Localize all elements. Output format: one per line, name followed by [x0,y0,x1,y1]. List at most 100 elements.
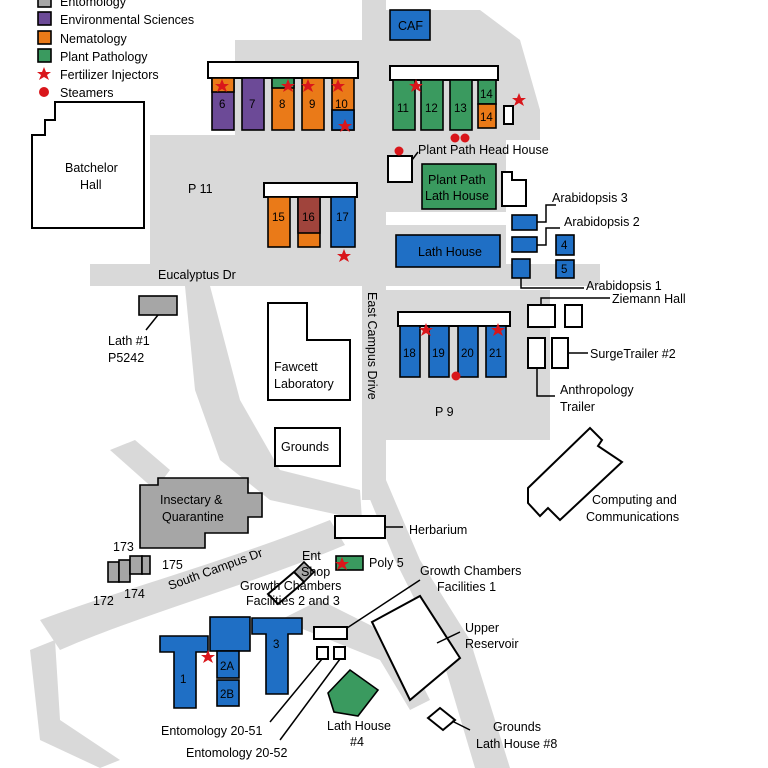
greenhouse-block-6-10: 6 7 8 9 10 [207,61,359,131]
fertilizer-star-icon[interactable] [215,79,229,92]
fawcett-laboratory[interactable] [267,302,351,401]
plant-path-head-house[interactable] [387,155,413,183]
steamer-dot-icon[interactable] [451,371,461,381]
greenhouse-17[interactable] [330,196,356,248]
batchelor-label-2: Hall [80,178,102,192]
caf-building[interactable] [389,9,431,41]
greenhouse-16-label: 16 [302,212,315,224]
arabidopsis-block-5[interactable] [555,259,575,279]
building-172[interactable] [107,561,120,583]
entomology-20-52[interactable] [333,646,346,660]
fertilizer-star-icon[interactable] [337,249,351,262]
grounds-lath-house-8[interactable] [426,706,457,732]
fertilizer-star-icon[interactable] [512,93,526,106]
entomology-road [110,440,170,490]
arabidopsis-3[interactable] [511,214,538,231]
growth-chambers-1[interactable] [313,626,348,640]
greenhouse-2-top[interactable] [209,616,251,652]
legend: Entomology Environmental Sciences Nemato… [37,0,194,100]
greenhouse-7[interactable] [241,77,265,131]
lh4-label-1: Lath House [327,719,391,733]
gc1-label-2: Facilities 1 [437,580,496,594]
greenhouse-11[interactable] [392,79,416,131]
computing-label-1: Computing and [592,493,677,507]
greenhouse-19[interactable] [428,325,450,378]
building-175[interactable] [141,555,151,575]
insectary-quarantine[interactable] [139,477,263,549]
fertilizer-star-icon[interactable] [281,79,295,92]
arabidopsis-2[interactable] [511,236,538,253]
arabidopsis-2-label: Arabidopsis 2 [564,215,640,229]
fertilizer-star-icon[interactable] [331,79,345,92]
upper-reservoir[interactable] [370,594,462,702]
reservoir-label-1: Upper [465,621,499,635]
legend-dot-icon [39,87,49,97]
legend-label-nematology: Nematology [60,32,127,46]
greenhouse-15-label: 15 [272,212,285,224]
steamer-dot-icon[interactable] [460,133,470,143]
steamer-dot-icon[interactable] [394,146,404,156]
steamers [394,133,470,381]
arabidopsis-1[interactable] [511,258,531,279]
greenhouse-18[interactable] [399,325,421,378]
ent2051-leader [269,658,323,723]
anthro-leader [536,368,555,397]
fertilizer-star-icon[interactable] [409,79,423,92]
greenhouse-1[interactable] [159,635,209,709]
greenhouse-2b[interactable] [216,679,240,707]
ziemann-hall-annex[interactable] [564,304,583,328]
greenhouse-21[interactable] [485,325,507,378]
lath-1-label-2: P5242 [108,351,144,365]
building-173[interactable] [118,559,131,583]
building-174[interactable] [129,555,143,575]
fertilizer-star-icon[interactable] [419,323,433,336]
lath-1-building[interactable] [138,295,178,316]
ent2052-leader [279,658,341,741]
lot-p11-area [150,135,362,265]
greenhouse-20[interactable] [457,325,479,378]
herbarium[interactable] [334,515,386,539]
arabidopsis-block-4[interactable] [555,234,575,256]
fertilizer-star-icon[interactable] [201,650,215,663]
insectary-label-2: Quarantine [162,510,224,524]
south-campus-drive [40,520,345,650]
greenhouse-11-label: 11 [397,103,409,115]
greenhouse-block-15-17: 15 16 17 [263,182,358,248]
lath-house-label: Lath House [418,245,482,259]
batchelor-hall[interactable] [31,101,145,229]
glh8-label-2: Lath House #8 [476,737,557,751]
fertilizer-star-icon[interactable] [338,119,352,132]
greenhouse-14b[interactable] [477,103,497,129]
a4-label: 4 [561,240,568,252]
fawcett-label-1: Fawcett [274,360,318,374]
grounds-building[interactable] [274,427,341,467]
steamer-dot-icon[interactable] [450,133,460,143]
surge-trailer-2[interactable] [551,337,569,369]
greenhouse-8-top [271,77,295,89]
entomology-20-51[interactable] [316,646,329,660]
eucalyptus-drive [90,264,600,286]
greenhouse-6-label: 6 [219,99,225,111]
lath-house[interactable] [395,234,501,268]
plant-path-lath-house[interactable] [421,163,497,210]
greenhouse-3[interactable] [251,617,303,695]
pp-lath-label-1: Plant Path [428,173,486,187]
anthropology-trailer[interactable] [527,337,546,369]
east-campus-drive-label: East Campus Drive [365,292,379,400]
ziemann-hall[interactable] [527,304,556,328]
greenhouse-6-10-header [207,61,359,79]
ent2052-label: Entomology 20-52 [186,746,288,760]
legend-star-icon [37,67,51,80]
lath-house-4[interactable] [327,668,380,717]
fertilizer-star-icon[interactable] [335,557,349,570]
fertilizer-star-icon[interactable] [301,79,315,92]
greenhouse-9[interactable] [301,77,325,131]
greenhouse-3-label: 3 [273,639,279,651]
growth-chambers-2-3[interactable] [266,570,306,606]
greenhouse-15[interactable] [267,196,291,248]
greenhouse-13[interactable] [449,79,473,131]
greenhouse-2a[interactable] [216,650,240,679]
greenhouse-12[interactable] [420,79,444,131]
fertilizer-star-icon[interactable] [491,323,505,336]
computing-communications[interactable] [527,426,624,522]
